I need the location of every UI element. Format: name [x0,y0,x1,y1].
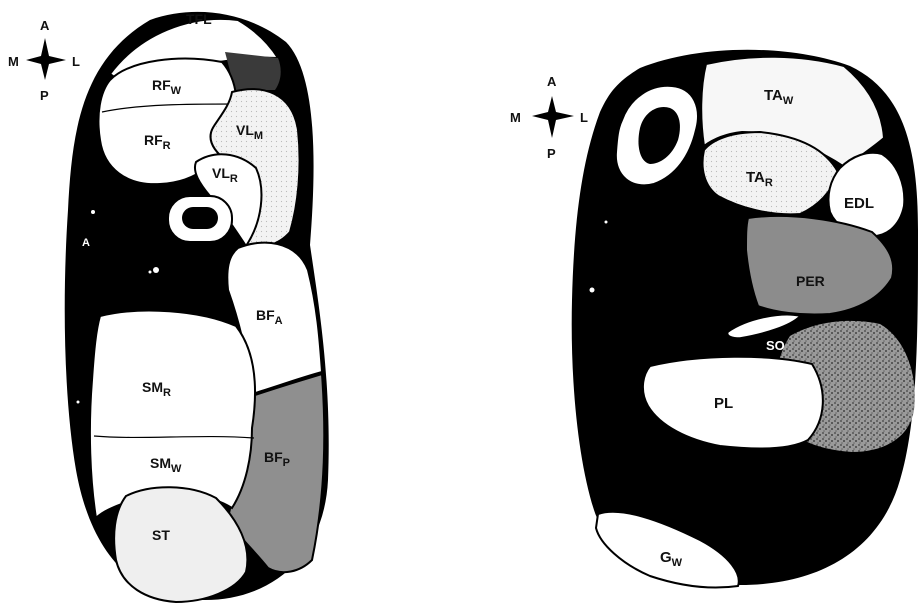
compass-lateral: L [580,110,588,125]
vessel-dot [91,210,95,214]
vessel-dot [605,221,608,224]
thigh-compass: A P M L [8,18,80,103]
label-so: SO [766,338,785,353]
vessel-dot [153,267,159,273]
compass-anterior: A [40,18,50,33]
compass-posterior: P [547,146,556,161]
label-tfl: TFL [186,11,212,27]
compass-medial: M [8,54,19,69]
compass-star [26,38,66,80]
thigh-cross-section: TFL RFW RFR VLM VLR A BFA SMR SMW BFP ST [65,11,329,602]
label-st: ST [152,527,170,543]
label-edl: EDL [844,195,874,212]
vessel-dot [590,288,595,293]
leg-cross-section: TAW TAR EDL PER SO PL GW [572,50,918,588]
compass-posterior: P [40,88,49,103]
label-pl: PL [714,395,733,412]
compass-star [532,96,574,138]
label-per: PER [796,273,825,289]
peroneus [746,216,893,315]
compass-medial: M [510,110,521,125]
label-a: A [82,237,90,249]
compass-lateral: L [72,54,80,69]
leg-compass: A P M L [510,74,588,161]
compass-anterior: A [547,74,557,89]
femur-marrow [182,207,218,229]
vessel-dot [149,271,152,274]
vessel-dot [77,401,80,404]
